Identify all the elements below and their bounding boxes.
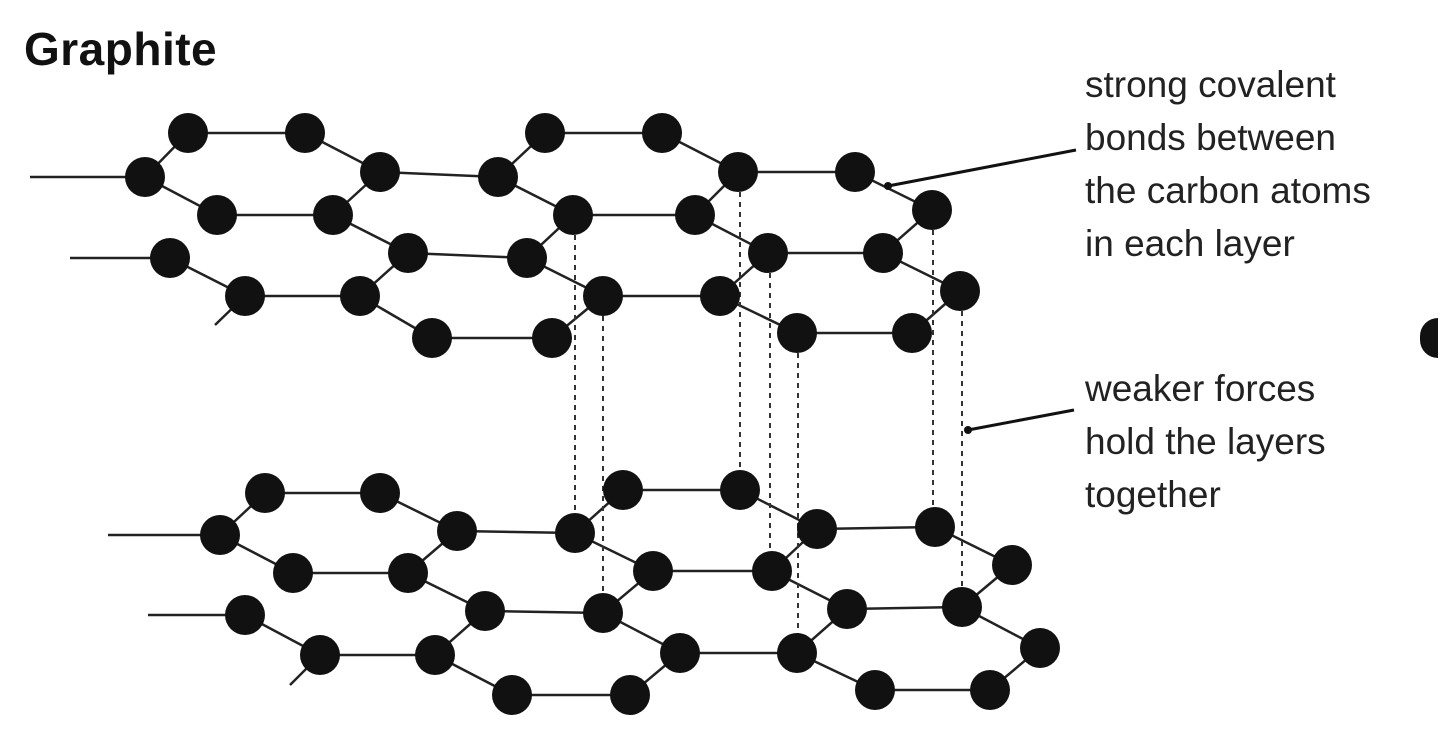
carbon-atom xyxy=(633,551,673,591)
covalent-label-line-1: strong covalent xyxy=(1085,64,1336,105)
carbon-atom xyxy=(225,276,265,316)
carbon-atom xyxy=(660,633,700,673)
carbon-atom xyxy=(412,318,452,358)
carbon-atom xyxy=(225,595,265,635)
carbon-atom xyxy=(835,152,875,192)
carbon-atom xyxy=(892,313,932,353)
carbon-atom xyxy=(525,113,565,153)
carbon-atom xyxy=(642,113,682,153)
carbon-atom xyxy=(970,670,1010,710)
weak-label-line-1: weaker forces xyxy=(1085,368,1316,409)
carbon-atom xyxy=(532,318,572,358)
carbon-atom xyxy=(797,509,837,549)
carbon-atom xyxy=(603,470,643,510)
carbon-atom xyxy=(437,511,477,551)
carbon-atom xyxy=(245,473,285,513)
carbon-atom xyxy=(912,190,952,230)
carbon-atom xyxy=(465,591,505,631)
carbon-atom xyxy=(415,635,455,675)
carbon-atom xyxy=(492,675,532,715)
carbon-atom xyxy=(555,513,595,553)
carbon-atom xyxy=(940,271,980,311)
carbon-atom xyxy=(855,670,895,710)
covalent-label-line-4: in each layer xyxy=(1085,223,1295,264)
carbon-atom xyxy=(388,553,428,593)
carbon-atom xyxy=(863,233,903,273)
weak-forces xyxy=(574,172,963,653)
carbon-atom xyxy=(942,587,982,627)
carbon-atom xyxy=(1020,628,1060,668)
carbon-atom xyxy=(388,233,428,273)
carbon-atom xyxy=(675,195,715,235)
carbon-atom xyxy=(777,313,817,353)
carbon-atom xyxy=(200,515,240,555)
carbon-atom xyxy=(915,507,955,547)
carbon-atom xyxy=(300,635,340,675)
carbon-atom xyxy=(752,551,792,591)
carbon-atom xyxy=(478,157,518,197)
carbon-atom xyxy=(125,157,165,197)
label-pointers xyxy=(884,148,1077,434)
carbon-atoms xyxy=(125,113,1060,715)
diagram-title: Graphite xyxy=(24,23,218,75)
pointer-dot xyxy=(964,426,972,434)
carbon-atom xyxy=(700,276,740,316)
carbon-atom xyxy=(313,195,353,235)
carbon-atom xyxy=(150,238,190,278)
carbon-atom xyxy=(583,593,623,633)
weak-pointer-line xyxy=(967,408,1075,432)
pointer-dot xyxy=(884,182,892,190)
carbon-atom xyxy=(360,152,400,192)
carbon-atom xyxy=(197,195,237,235)
weak-label-line-3: together xyxy=(1085,474,1221,515)
covalent-bonds xyxy=(30,131,1041,697)
carbon-atom xyxy=(777,633,817,673)
carbon-atom xyxy=(553,195,593,235)
weak-forces-label: weaker forces hold the layers together xyxy=(1085,362,1326,521)
carbon-atom xyxy=(718,152,758,192)
carbon-atom xyxy=(748,233,788,273)
covalent-pointer-line xyxy=(887,148,1077,188)
carbon-atom xyxy=(992,545,1032,585)
edge-mark xyxy=(1420,318,1438,358)
weak-label-line-2: hold the layers xyxy=(1085,421,1326,462)
covalent-label-line-3: the carbon atoms xyxy=(1085,170,1371,211)
carbon-atom xyxy=(507,238,547,278)
carbon-atom xyxy=(340,276,380,316)
carbon-atom xyxy=(360,473,400,513)
covalent-bonds-label: strong covalent bonds between the carbon… xyxy=(1085,58,1371,270)
carbon-atom xyxy=(583,276,623,316)
carbon-atom xyxy=(827,589,867,629)
covalent-label-line-2: bonds between xyxy=(1085,117,1336,158)
carbon-atom xyxy=(610,675,650,715)
carbon-atom xyxy=(168,113,208,153)
carbon-atom xyxy=(285,113,325,153)
carbon-atom xyxy=(273,553,313,593)
carbon-atom xyxy=(720,470,760,510)
